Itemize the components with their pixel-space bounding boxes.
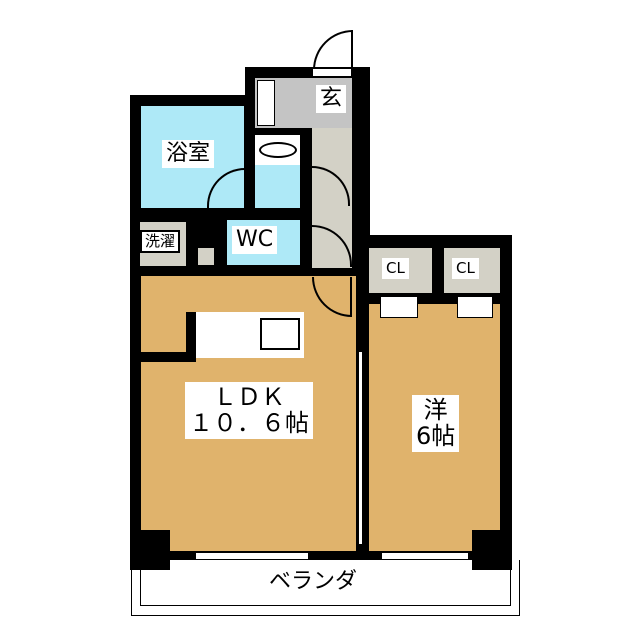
bathroom-label: 浴室 — [162, 140, 215, 169]
column-right — [472, 530, 512, 570]
ldk-label: ＬＤＫ １０．６帖 — [185, 382, 313, 439]
entrance-label: 玄 — [316, 85, 347, 114]
closet-2-door[interactable] — [457, 296, 493, 318]
entrance-door[interactable] — [313, 30, 353, 70]
western-label: 洋 6帖 — [412, 395, 460, 452]
western-name: 洋 — [423, 396, 448, 424]
western-window[interactable] — [382, 552, 468, 560]
kitchen-wall — [141, 352, 196, 362]
laundry-label: 洗濯 — [140, 230, 181, 253]
ldk-name: ＬＤＫ — [213, 383, 285, 411]
storage-box — [198, 248, 214, 265]
balcony-label: ベランダ — [269, 569, 358, 594]
wc-label: WC — [232, 226, 278, 255]
washbasin-bowl — [259, 142, 297, 158]
ldk-window[interactable] — [196, 552, 308, 560]
closet-1-label: CL — [382, 258, 409, 279]
entrance-threshold — [313, 69, 351, 76]
balcony — [131, 560, 520, 616]
sliding-partition[interactable] — [358, 352, 363, 544]
balcony-inner-line — [140, 560, 511, 606]
ldk-size: １０．６帖 — [189, 409, 309, 438]
western-size: 6帖 — [416, 422, 456, 451]
closet-1-door[interactable] — [380, 296, 418, 318]
closet-2-label: CL — [452, 258, 479, 279]
column-left — [130, 530, 170, 570]
kitchen-sink — [260, 318, 300, 350]
shoe-cabinet — [257, 80, 275, 126]
